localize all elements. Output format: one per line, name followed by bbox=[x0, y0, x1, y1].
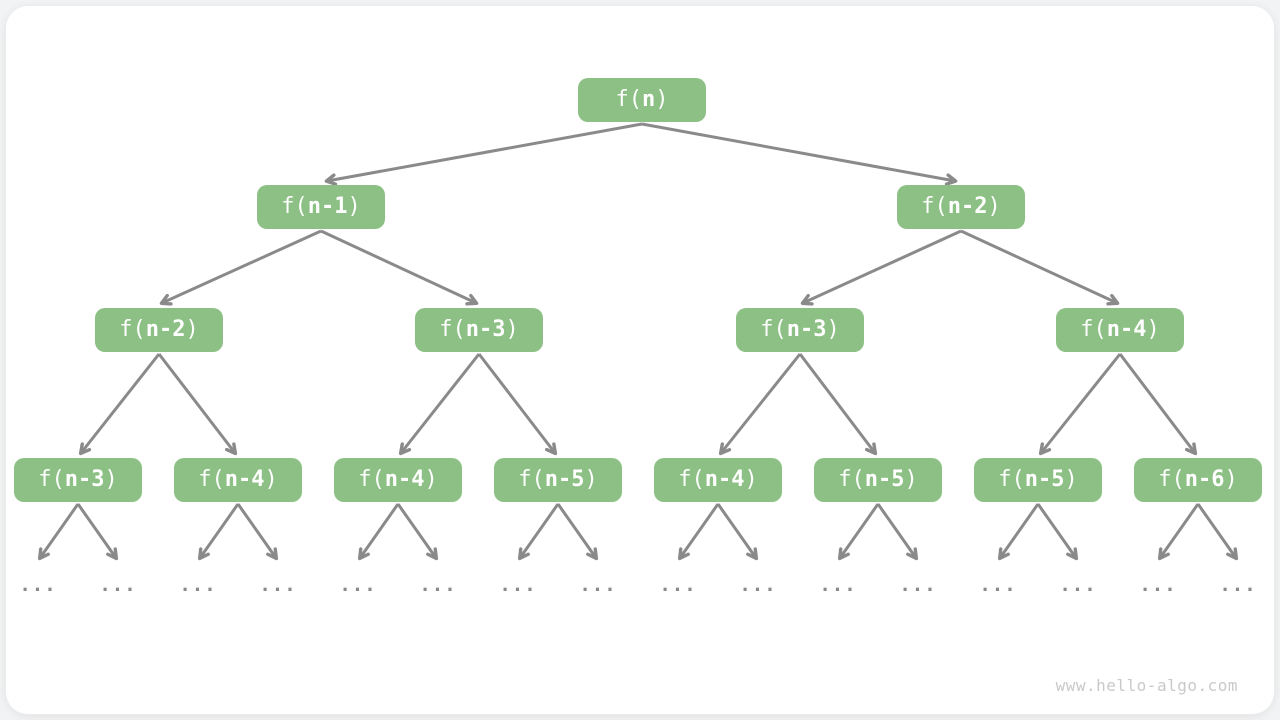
node-label-post: ) bbox=[185, 317, 199, 342]
tree-node: f(n-4) bbox=[654, 458, 782, 502]
node-label-post: ) bbox=[904, 467, 918, 492]
ellipsis: ... bbox=[259, 574, 297, 596]
node-label-arg: n-6 bbox=[1184, 467, 1225, 492]
node-label-post: ) bbox=[347, 194, 361, 219]
node-label-arg: n-3 bbox=[465, 317, 506, 342]
node-label-arg: n-3 bbox=[64, 467, 105, 492]
node-label-arg: n-5 bbox=[864, 467, 905, 492]
tree-node: f(n-3) bbox=[736, 308, 864, 352]
ellipsis: ... bbox=[339, 574, 377, 596]
node-label-post: ) bbox=[104, 467, 118, 492]
ellipsis: ... bbox=[499, 574, 537, 596]
node-label-pre: f( bbox=[1158, 467, 1185, 492]
node-label-post: ) bbox=[744, 467, 758, 492]
tree-node: f(n-2) bbox=[95, 308, 223, 352]
node-label-pre: f( bbox=[439, 317, 466, 342]
node-label-post: ) bbox=[505, 317, 519, 342]
node-label-arg: n-4 bbox=[1106, 317, 1147, 342]
node-label-arg: n-3 bbox=[786, 317, 827, 342]
watermark: www.hello-algo.com bbox=[1055, 676, 1238, 695]
ellipsis: ... bbox=[179, 574, 217, 596]
node-label-pre: f( bbox=[281, 194, 308, 219]
node-label-arg: n-4 bbox=[704, 467, 745, 492]
ellipsis: ... bbox=[419, 574, 457, 596]
ellipsis: ... bbox=[819, 574, 857, 596]
node-label-pre: f( bbox=[38, 467, 65, 492]
node-label-arg: n-4 bbox=[224, 467, 265, 492]
node-label-pre: f( bbox=[921, 194, 948, 219]
ellipsis: ... bbox=[739, 574, 777, 596]
node-label-post: ) bbox=[1064, 467, 1078, 492]
node-label-post: ) bbox=[584, 467, 598, 492]
tree-node: f(n-4) bbox=[334, 458, 462, 502]
ellipsis: ... bbox=[19, 574, 57, 596]
tree-node: f(n-5) bbox=[494, 458, 622, 502]
tree-node: f(n-4) bbox=[174, 458, 302, 502]
ellipsis: ... bbox=[99, 574, 137, 596]
node-label-pre: f( bbox=[678, 467, 705, 492]
node-label-arg: n bbox=[642, 87, 656, 112]
node-label-pre: f( bbox=[198, 467, 225, 492]
node-label-pre: f( bbox=[998, 467, 1025, 492]
node-label-post: ) bbox=[264, 467, 278, 492]
node-label-pre: f( bbox=[518, 467, 545, 492]
tree-node: f(n-5) bbox=[974, 458, 1102, 502]
node-label-post: ) bbox=[1146, 317, 1160, 342]
node-label-arg: n-5 bbox=[544, 467, 585, 492]
node-label-pre: f( bbox=[358, 467, 385, 492]
node-label-post: ) bbox=[424, 467, 438, 492]
node-label-arg: n-4 bbox=[384, 467, 425, 492]
tree-node: f(n-6) bbox=[1134, 458, 1262, 502]
tree-node: f(n-2) bbox=[897, 185, 1025, 229]
tree-node: f(n-3) bbox=[14, 458, 142, 502]
tree-node: f(n-3) bbox=[415, 308, 543, 352]
tree-node: f(n-1) bbox=[257, 185, 385, 229]
ellipsis: ... bbox=[659, 574, 697, 596]
ellipsis: ... bbox=[979, 574, 1017, 596]
node-label-arg: n-5 bbox=[1024, 467, 1065, 492]
node-label-arg: n-2 bbox=[947, 194, 988, 219]
node-label-post: ) bbox=[1224, 467, 1238, 492]
node-label-pre: f( bbox=[760, 317, 787, 342]
node-label-pre: f( bbox=[119, 317, 146, 342]
node-label-arg: n-1 bbox=[307, 194, 348, 219]
node-label-pre: f( bbox=[615, 87, 643, 112]
tree-node: f(n-4) bbox=[1056, 308, 1184, 352]
node-label-post: ) bbox=[655, 87, 669, 112]
tree-node: f(n-5) bbox=[814, 458, 942, 502]
ellipsis: ... bbox=[1059, 574, 1097, 596]
ellipsis: ... bbox=[899, 574, 937, 596]
tree-node-root: f(n) bbox=[578, 78, 706, 122]
node-label-pre: f( bbox=[1080, 317, 1107, 342]
node-label-arg: n-2 bbox=[145, 317, 186, 342]
ellipsis: ... bbox=[579, 574, 617, 596]
ellipsis: ... bbox=[1219, 574, 1257, 596]
node-label-post: ) bbox=[826, 317, 840, 342]
node-label-pre: f( bbox=[838, 467, 865, 492]
ellipsis: ... bbox=[1139, 574, 1177, 596]
node-label-post: ) bbox=[987, 194, 1001, 219]
